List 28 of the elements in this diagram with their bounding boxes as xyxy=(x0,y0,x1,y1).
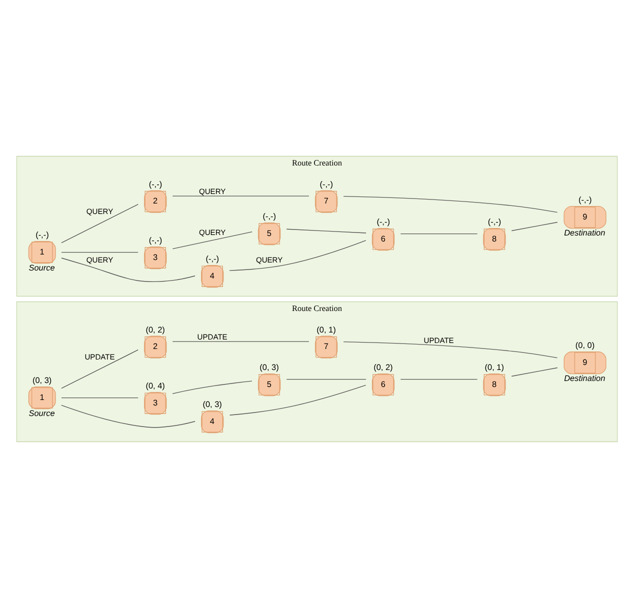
edge-label: QUERY xyxy=(86,254,114,264)
connector xyxy=(172,340,310,342)
connector xyxy=(400,232,478,234)
edge-label: UPDATE xyxy=(424,335,454,344)
connector xyxy=(61,397,138,398)
connector xyxy=(286,378,366,380)
edge-label: QUERY xyxy=(86,206,114,216)
connector xyxy=(511,366,558,376)
connector xyxy=(400,378,478,380)
connector xyxy=(172,380,252,394)
connector xyxy=(61,257,196,282)
connector xyxy=(61,404,196,428)
connector xyxy=(229,384,366,415)
edge-label: UPDATE xyxy=(84,352,115,361)
edge-label: UPDATE xyxy=(197,332,228,341)
edge-label: QUERY xyxy=(198,228,226,237)
connector xyxy=(343,340,558,358)
connector xyxy=(343,195,558,212)
edge-label: QUERY xyxy=(198,186,226,196)
connector xyxy=(61,251,138,252)
connector xyxy=(511,221,558,231)
connector xyxy=(172,230,252,249)
connector xyxy=(61,349,138,388)
connector xyxy=(61,204,138,243)
connector xyxy=(172,195,310,196)
connector xyxy=(229,240,366,270)
edge-label: QUERY xyxy=(256,254,283,264)
connector xyxy=(286,228,366,233)
